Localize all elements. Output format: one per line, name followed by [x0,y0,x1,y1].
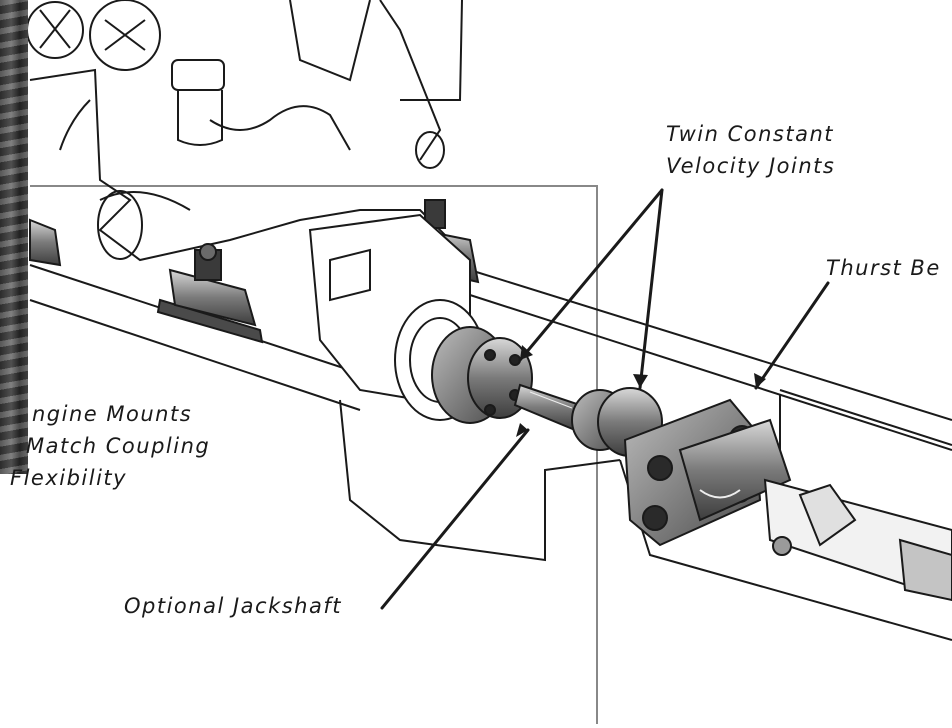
photo-inset-edge [0,0,28,474]
engine-mount-left [156,243,264,344]
label-twin-cv-line1: Twin Constant [666,122,835,146]
leader-lines [380,188,830,610]
label-engine-mounts-line1: ngine Mounts [32,402,193,426]
engine-block [26,0,471,262]
thrust-bearing [623,398,792,547]
label-engine-mounts-line2: Match Coupling [26,434,211,458]
prop-shaft [763,478,952,602]
arrowheads [516,345,766,437]
cv-joint-front [431,326,533,424]
engine-mount-far-left [29,218,62,267]
label-jackshaft: Optional Jackshaft [124,594,342,618]
label-twin-cv-line2: Velocity Joints [666,154,836,178]
inset-frame [30,185,598,724]
label-engine-mounts-line3: Flexibility [10,466,128,490]
jackshaft [513,383,582,432]
label-thrust-bearing: Thurst Be [826,256,941,280]
